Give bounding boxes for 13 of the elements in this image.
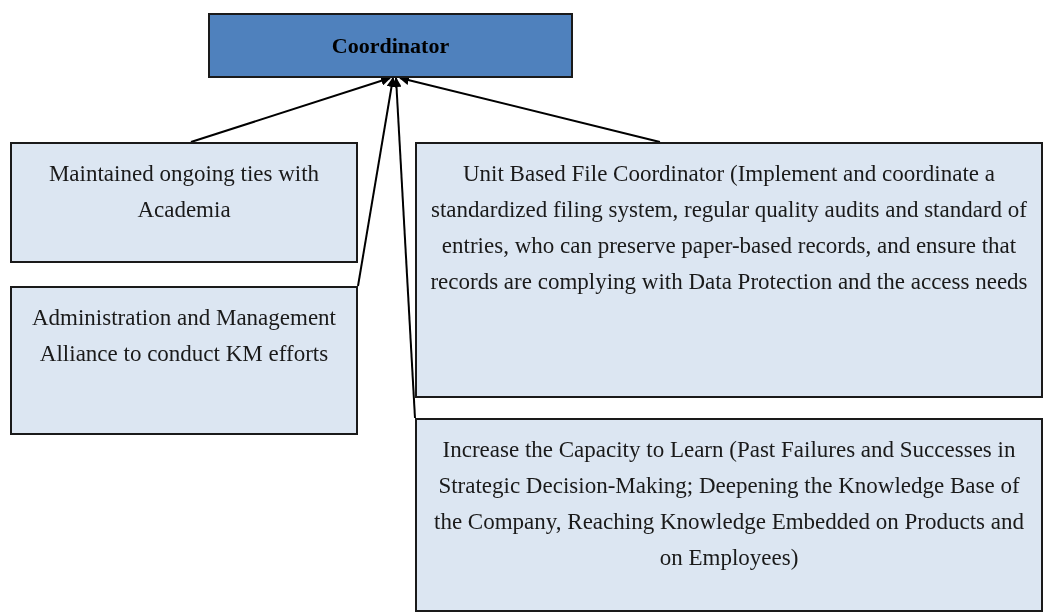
- box-text: Maintained ongoing ties with Academia: [47, 160, 321, 224]
- arrow: [189, 76, 391, 143]
- arrow: [357, 77, 397, 287]
- arrow: [391, 77, 416, 419]
- text-box: [10, 142, 358, 263]
- text-box: [415, 142, 1043, 398]
- title-text: Coordinator: [331, 32, 450, 60]
- box-text: Unit Based File Coordinator (Implement and coordinate a standardized filing system, regular quality audits and standard of entries, who can preserve paper-based records, and ensure that records are complying with Data Protection and the access needs: [429, 160, 1029, 296]
- text-box: [415, 418, 1043, 612]
- box-text: Administration and Management Alliance to conduct KM efforts: [30, 304, 337, 368]
- text-box: [10, 286, 358, 435]
- box-text: Increase the Capacity to Learn (Past Failures and Successes in Strategic Decision-Making; Deepening the Knowledge Base of the Company, Reaching Knowledge Embedded on Products and on Employees): [433, 436, 1025, 572]
- title-box: [208, 13, 573, 78]
